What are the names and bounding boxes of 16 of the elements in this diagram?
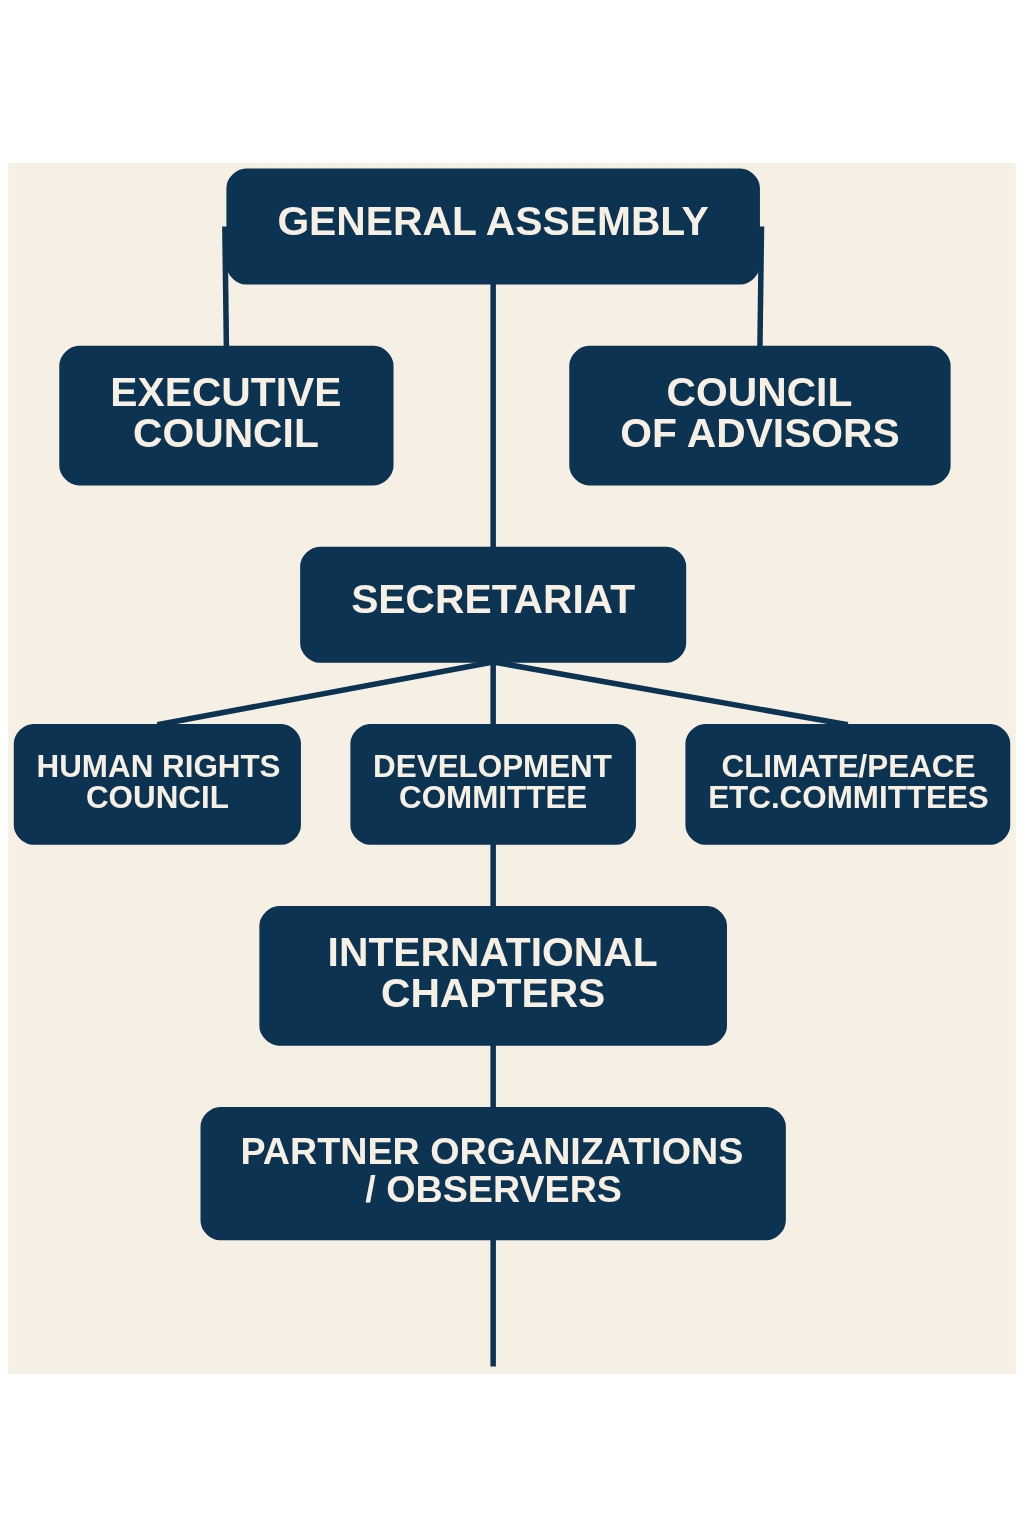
node-box: INTERNATIONAL CHAPTERS — [259, 905, 727, 1046]
connector — [490, 1239, 496, 1366]
connector — [490, 843, 496, 907]
node-box: HUMAN RIGHTS COUNCIL — [13, 723, 301, 845]
node-box: GENERAL ASSEMBLY — [226, 168, 760, 285]
connector — [757, 226, 765, 347]
node-box: COUNCIL OF ADVISORS — [569, 345, 951, 485]
node-box: PARTNER ORGANIZATIONS / OBSERVERS — [200, 1106, 786, 1240]
connector — [490, 283, 496, 547]
node-box: EXECUTIVE COUNCIL — [59, 345, 394, 485]
connector — [490, 661, 496, 725]
node-box: SECRETARIAT — [300, 546, 687, 663]
connector — [490, 1044, 496, 1108]
node-box: CLIMATE/PEACE ETC.COMMITTEES — [685, 723, 1011, 845]
node-box: DEVELOPMENT COMMITTEE — [350, 723, 636, 845]
connector — [222, 226, 230, 347]
